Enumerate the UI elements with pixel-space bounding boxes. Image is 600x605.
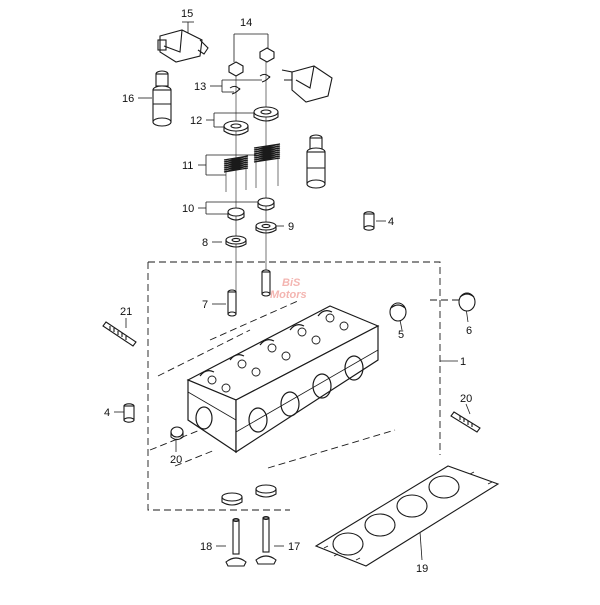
part-6-plug <box>458 292 476 312</box>
callout-9: 9 <box>288 221 294 233</box>
part-10-spring-seats <box>227 197 275 221</box>
callout-14: 14 <box>240 17 252 29</box>
watermark-line2: Motors <box>270 289 307 301</box>
callout-20a: 20 <box>170 454 182 466</box>
leader-lines <box>114 21 471 561</box>
callout-21: 21 <box>120 306 132 318</box>
callout-13: 13 <box>194 81 206 93</box>
callout-18: 18 <box>200 541 212 553</box>
callout-12: 12 <box>190 115 202 127</box>
callout-5: 5 <box>398 329 404 341</box>
watermark-logo: BiS Motors <box>270 277 307 301</box>
callout-1: 1 <box>460 356 466 368</box>
valve-seats <box>221 484 277 506</box>
callout-4a: 4 <box>388 216 394 228</box>
callout-labels: 1 4 4 5 6 7 8 9 10 11 12 13 14 15 16 17 … <box>104 8 472 575</box>
part-16-lifter <box>152 70 172 127</box>
part-18-intake-valve <box>225 517 247 567</box>
part-13-collets <box>229 73 271 95</box>
part-16b-lifter <box>306 134 326 189</box>
callout-11: 11 <box>182 160 193 172</box>
part-19-head-gasket <box>314 465 500 567</box>
callout-7: 7 <box>202 299 208 311</box>
callout-6: 6 <box>466 325 472 337</box>
callout-8: 8 <box>202 237 208 249</box>
part-15-tappet-housing <box>157 29 209 63</box>
callout-20b: 20 <box>460 393 472 405</box>
part-20-stud-right <box>450 411 481 433</box>
part-11-valve-springs <box>223 143 281 192</box>
part-8-valve-stem-seal <box>225 235 247 248</box>
part-21-stud <box>102 321 137 347</box>
part-5-plug <box>389 302 407 322</box>
watermark-line1: BiS <box>282 277 301 289</box>
part-20-stud-left <box>170 426 184 441</box>
callout-10: 10 <box>182 203 194 215</box>
part-1-cylinder-head <box>186 305 380 454</box>
part-15b-tappet-housing <box>281 65 333 103</box>
callout-17: 17 <box>288 541 300 553</box>
part-14-valve-caps <box>228 47 275 77</box>
callout-4b: 4 <box>104 407 110 419</box>
part-4-dowel-sleeve <box>123 211 375 423</box>
callout-16: 16 <box>122 93 134 105</box>
part-7-valve-guides <box>227 269 271 317</box>
callout-19: 19 <box>416 563 428 575</box>
part-17-exhaust-valve <box>255 515 277 565</box>
callout-15: 15 <box>181 8 193 20</box>
part-12-spring-retainers <box>223 106 279 136</box>
part-9-valve-stem-seal <box>255 221 277 234</box>
